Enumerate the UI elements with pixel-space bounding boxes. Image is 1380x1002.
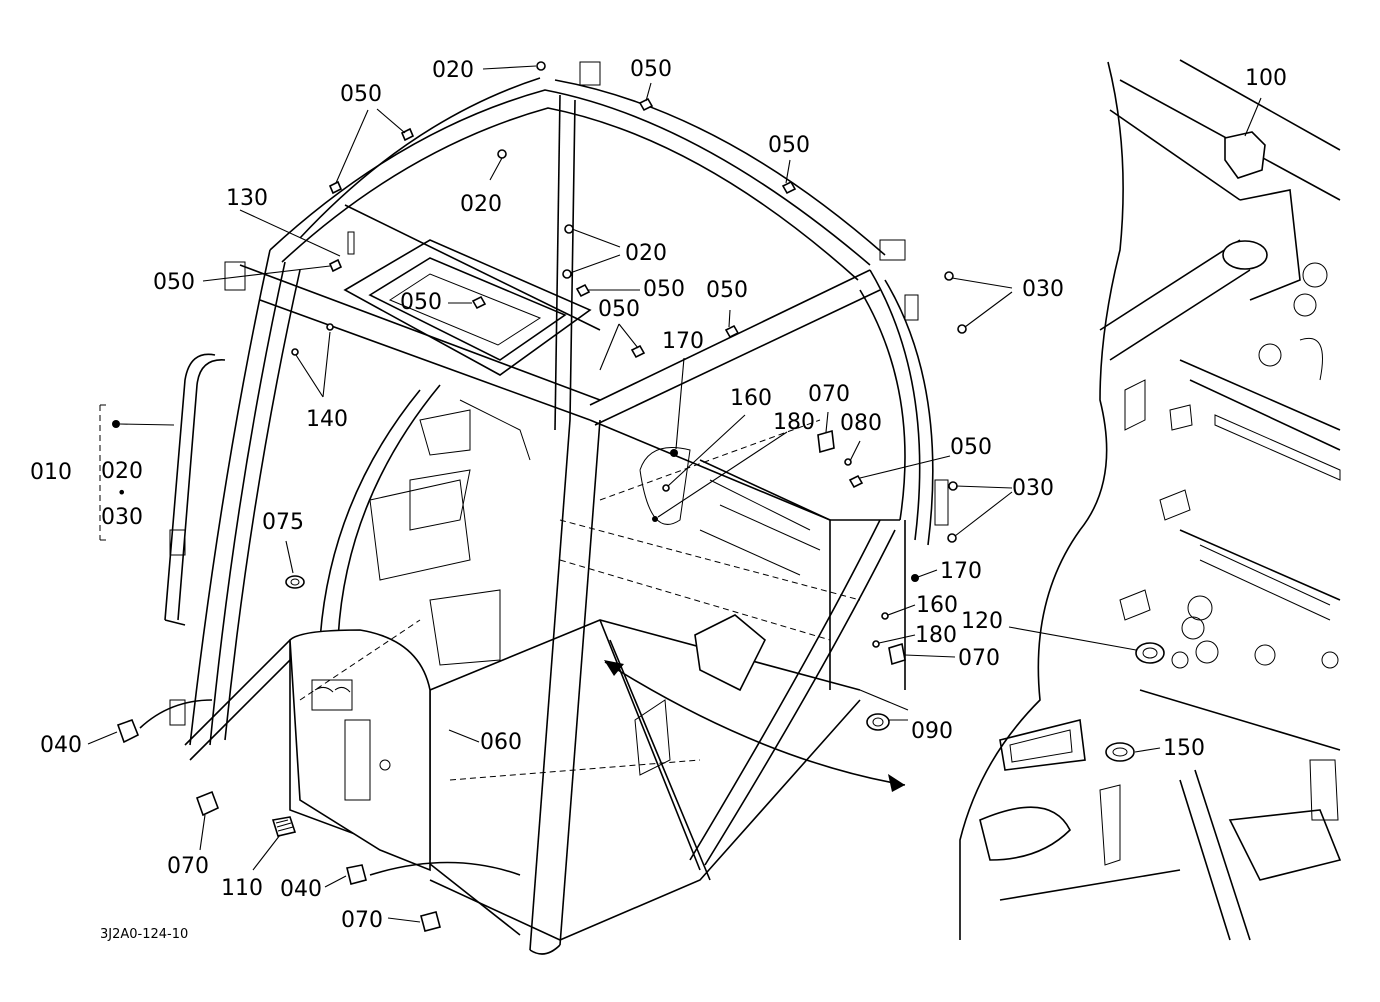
detail-arrows bbox=[139, 660, 906, 876]
callout-120: 120 bbox=[961, 609, 1003, 634]
group-dot: • bbox=[117, 483, 126, 502]
callout-060: 060 bbox=[480, 730, 522, 755]
callout-080: 080 bbox=[840, 411, 882, 436]
callout-170-center: 170 bbox=[662, 329, 704, 354]
callout-050-top: 050 bbox=[630, 57, 672, 82]
callout-040-left: 040 bbox=[40, 733, 82, 758]
callout-075: 075 bbox=[262, 510, 304, 535]
callout-050-far: 050 bbox=[706, 278, 748, 303]
callout-labels: 020 050 050 050 020 130 020 050 050 030 … bbox=[30, 57, 1287, 942]
callout-110: 110 bbox=[221, 876, 263, 901]
callout-020-group: 020 bbox=[101, 459, 143, 484]
callout-050-left: 050 bbox=[153, 270, 195, 295]
callout-070-left: 070 bbox=[167, 854, 209, 879]
callout-030-top: 030 bbox=[1022, 277, 1064, 302]
callout-050-right: 050 bbox=[768, 133, 810, 158]
callout-140: 140 bbox=[306, 407, 348, 432]
callout-160-right: 160 bbox=[916, 593, 958, 618]
callout-050-rightmid: 050 bbox=[950, 435, 992, 460]
callout-030-group: 030 bbox=[101, 505, 143, 530]
callout-100: 100 bbox=[1245, 66, 1287, 91]
callout-170-right: 170 bbox=[940, 559, 982, 584]
callout-050-window: 050 bbox=[400, 290, 442, 315]
cab-frame bbox=[99, 61, 949, 955]
callout-010: 010 bbox=[30, 460, 72, 485]
callout-090: 090 bbox=[911, 719, 953, 744]
callout-020-mid: 020 bbox=[460, 192, 502, 217]
loose-parts bbox=[112, 61, 967, 932]
detail-view bbox=[959, 59, 1342, 941]
callout-150: 150 bbox=[1163, 736, 1205, 761]
callout-050-upleft: 050 bbox=[340, 82, 382, 107]
callout-030-mid: 030 bbox=[1012, 476, 1054, 501]
callout-040-bottom: 040 bbox=[280, 877, 322, 902]
callout-070-bottom: 070 bbox=[341, 908, 383, 933]
callout-180-center: 180 bbox=[773, 410, 815, 435]
callout-160-center: 160 bbox=[730, 386, 772, 411]
callout-020-right: 020 bbox=[625, 241, 667, 266]
callout-180-right: 180 bbox=[915, 623, 957, 648]
callout-130: 130 bbox=[226, 186, 268, 211]
callout-050-center: 050 bbox=[643, 277, 685, 302]
callout-070-center: 070 bbox=[808, 382, 850, 407]
callout-050-inner: 050 bbox=[598, 297, 640, 322]
callout-070-right: 070 bbox=[958, 646, 1000, 671]
drawing-code: 3J2A0-124-10 bbox=[100, 927, 188, 942]
leader-lines bbox=[87, 65, 1262, 923]
callout-020-top: 020 bbox=[432, 58, 474, 83]
